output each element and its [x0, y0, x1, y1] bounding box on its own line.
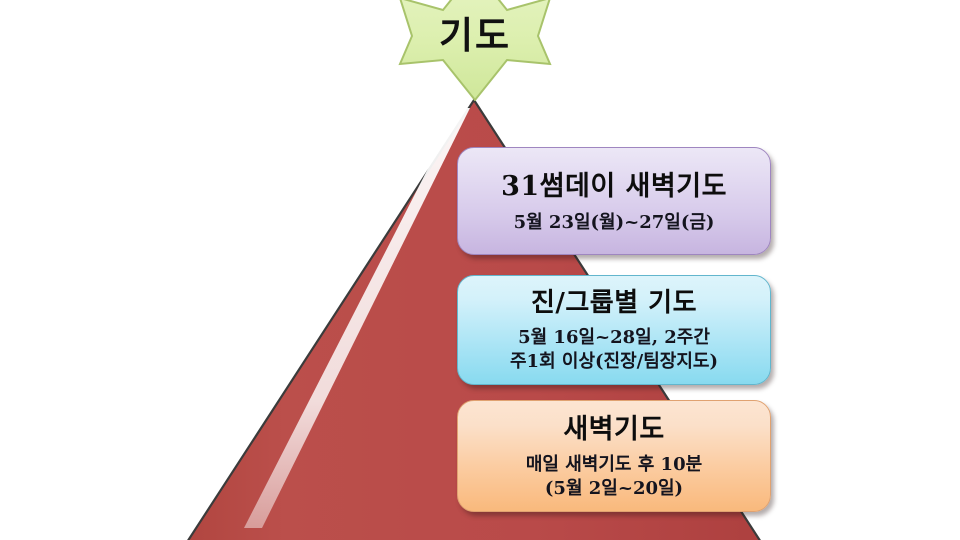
box-orange-line-2: (5월 2일~20일): [544, 478, 684, 500]
star-polygon: [398, 0, 552, 101]
box-purple-line-1: 5월 23일(월)~27일(금): [513, 211, 715, 233]
box-blue-title: 진/그룹별 기도: [530, 287, 698, 318]
box-blue-line-1: 5월 16일~28일, 2주간: [518, 326, 710, 348]
star-label: 기도: [438, 12, 512, 57]
box-orange-line-1: 매일 새벽기도 후 10분: [525, 453, 703, 475]
pyramid-highlight: [244, 108, 470, 528]
box-blue-line-2: 주1회 이상(진장/팀장지도): [510, 350, 718, 372]
box-orange-title: 새벽기도: [563, 413, 665, 445]
content-box-orange[interactable]: 새벽기도 매일 새벽기도 후 10분 (5월 2일~20일): [457, 400, 771, 512]
star-icon: [398, 0, 552, 101]
content-box-purple[interactable]: 31썸데이 새벽기도 5월 23일(월)~27일(금): [457, 147, 771, 255]
content-box-blue[interactable]: 진/그룹별 기도 5월 16일~28일, 2주간 주1회 이상(진장/팀장지도): [457, 275, 771, 385]
box-purple-title: 31썸데이 새벽기도: [501, 170, 727, 202]
